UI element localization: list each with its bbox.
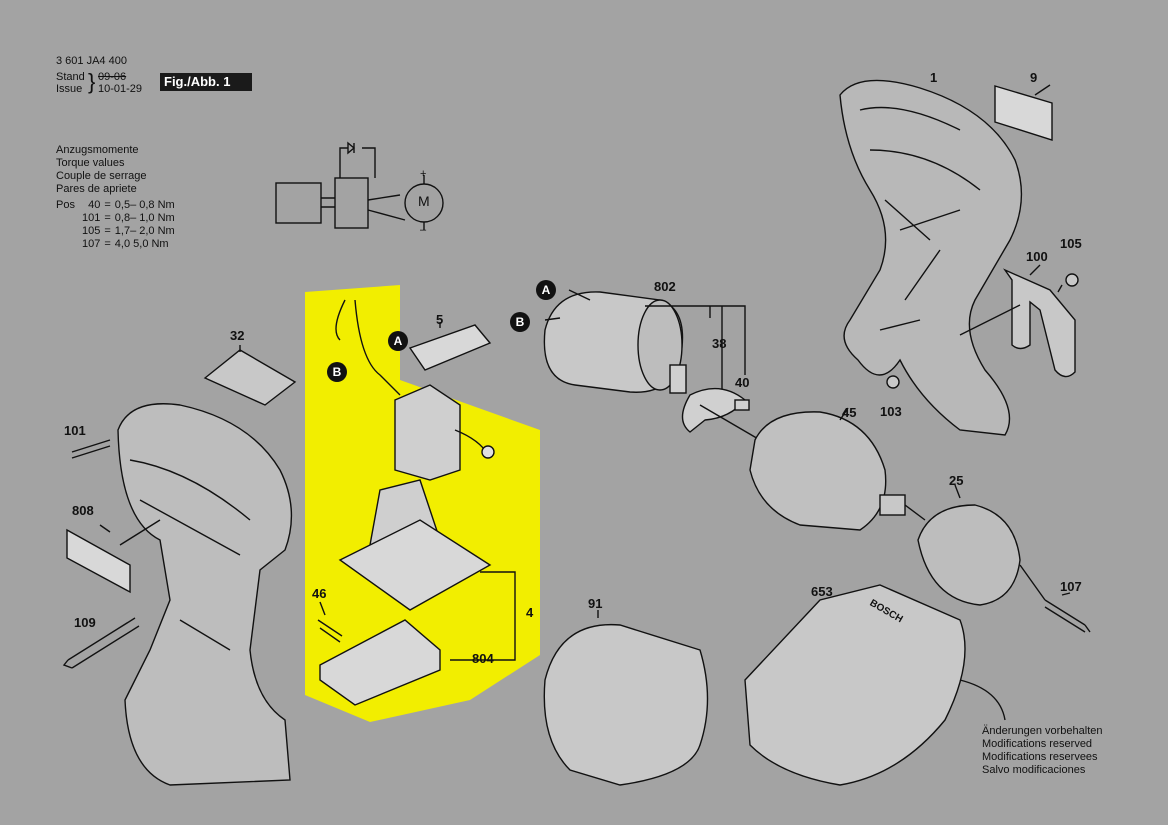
footer-line-en: Modifications reserved (982, 738, 1093, 750)
part-label-5: 5 (436, 312, 444, 327)
badge-b-motor: B (510, 312, 530, 332)
circuit-controller-box (334, 177, 369, 229)
torque-eq: = (104, 199, 111, 211)
badge-a-switch: A (388, 331, 408, 351)
part-label-46: 46 (312, 586, 327, 601)
circuit-motor-label: M (418, 193, 430, 209)
contact-plate-804 (319, 619, 441, 706)
footer-line-es: Salvo modificaciones (982, 764, 1086, 776)
torque-value: 0,5– 0,8 Nm (114, 199, 175, 211)
torque-row: 105 = 1,7– 2,0 Nm (80, 225, 177, 238)
torque-value: 0,8– 1,0 Nm (114, 212, 175, 224)
cover-5 (408, 324, 492, 371)
circuit-minus: – (420, 224, 427, 236)
gearbox-45 (749, 411, 887, 531)
stand-date: 09-06 (98, 71, 127, 83)
part-label-107: 107 (1060, 579, 1082, 594)
stand-label: Stand (56, 71, 85, 83)
torque-pos: 105 (82, 225, 101, 237)
drill-housing-left (117, 403, 293, 786)
torque-pos: 40 (88, 199, 101, 211)
part-label-25: 25 (949, 473, 964, 488)
label-plate-9 (994, 85, 1053, 141)
torque-pos: 101 (82, 212, 101, 224)
label-plate-808 (66, 528, 131, 594)
part-32 (203, 349, 297, 406)
base-plate (338, 519, 492, 611)
part-label-1: 1 (930, 70, 938, 85)
switch-module (394, 384, 461, 481)
torque-title-de: Anzugsmomente (56, 144, 139, 156)
part-label-40: 40 (735, 375, 750, 390)
screw-107 (1044, 599, 1091, 633)
chuck-25 (917, 504, 1021, 606)
part-label-38: 38 (712, 336, 727, 351)
issue-date: 10-01-29 (98, 83, 143, 95)
battery-91 (543, 623, 709, 786)
part-label-9: 9 (1030, 70, 1038, 85)
torque-eq: = (104, 238, 111, 250)
screw-101 (71, 439, 111, 459)
torque-eq: = (104, 225, 111, 237)
part-label-32: 32 (230, 328, 245, 343)
part-label-808: 808 (72, 503, 94, 518)
issue-label: Issue (56, 83, 83, 95)
part-label-91: 91 (588, 596, 603, 611)
torque-row: 107 = 4,0 5,0 Nm (80, 238, 177, 251)
torque-title-es: Pares de apriete (56, 183, 137, 195)
part-label-101: 101 (64, 423, 86, 438)
torque-table: 40 = 0,5– 0,8 Nm 101 = 0,8– 1,0 Nm 105 =… (80, 199, 177, 251)
torque-row: 40 = 0,5– 0,8 Nm (80, 199, 177, 212)
part-label-103: 103 (880, 404, 902, 419)
brace: } (88, 69, 96, 94)
figure-label: Fig./Abb. 1 (160, 73, 252, 91)
footer-line-de: Änderungen vorbehalten (982, 725, 1103, 737)
pos-label: Pos (56, 199, 75, 211)
badge-a-motor: A (536, 280, 556, 300)
ring-38 (681, 387, 746, 433)
circuit-plus: + (420, 168, 427, 180)
circuit-switch-box (275, 182, 322, 224)
torque-value: 4,0 5,0 Nm (114, 238, 169, 250)
part-label-804: 804 (472, 651, 494, 666)
torque-title: Anzugsmomente Torque values Couple de se… (56, 144, 147, 196)
torque-value: 1,7– 2,0 Nm (114, 225, 175, 237)
torque-title-fr: Couple de serrage (56, 170, 147, 182)
part-label-100: 100 (1026, 249, 1048, 264)
part-label-105: 105 (1060, 236, 1082, 251)
torque-eq: = (104, 212, 111, 224)
part-label-4: 4 (526, 605, 534, 620)
badge-b-switch: B (327, 362, 347, 382)
part-label-45: 45 (842, 405, 857, 420)
torque-pos: 107 (82, 238, 101, 250)
torque-row: 101 = 0,8– 1,0 Nm (80, 212, 177, 225)
part-label-653: 653 (811, 584, 833, 599)
part-label-109: 109 (74, 615, 96, 630)
document-number: 3 601 JA4 400 (56, 55, 127, 67)
bit-109 (62, 617, 140, 669)
footer-notice: Änderungen vorbehalten Modifications res… (982, 725, 1102, 777)
housing-half-right (839, 79, 1023, 436)
part-label-802: 802 (654, 279, 676, 294)
bracket-100 (1002, 268, 1076, 378)
footer-line-fr: Modifications reservees (982, 751, 1098, 763)
charger-653 (744, 584, 966, 786)
torque-title-en: Torque values (56, 157, 125, 169)
